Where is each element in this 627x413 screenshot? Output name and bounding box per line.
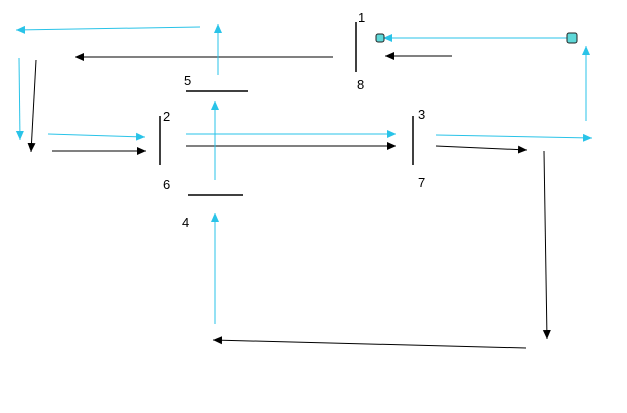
arrow-black-right-small [435, 145, 528, 154]
label-1: 1 [358, 10, 365, 25]
arrow-cyan-right [435, 133, 593, 142]
label-7: 7 [418, 175, 425, 190]
arrow-black-left-down [27, 59, 37, 153]
label-5: 5 [184, 73, 191, 88]
arrow-black-bottom-left [212, 336, 527, 349]
label-6: 6 [163, 177, 170, 192]
label-2: 2 [163, 109, 170, 124]
label-3: 3 [418, 107, 425, 122]
connector-start-handle[interactable] [566, 32, 578, 44]
label-8: 8 [357, 77, 364, 92]
arrow-cyan-left-down [15, 57, 24, 141]
arrow-cyan-top-left [15, 25, 201, 34]
label-4: 4 [182, 215, 189, 230]
connector-end-handle[interactable] [375, 33, 385, 43]
arrow-cyan-left-right [47, 132, 146, 141]
arrow-black-right-down [542, 150, 551, 340]
